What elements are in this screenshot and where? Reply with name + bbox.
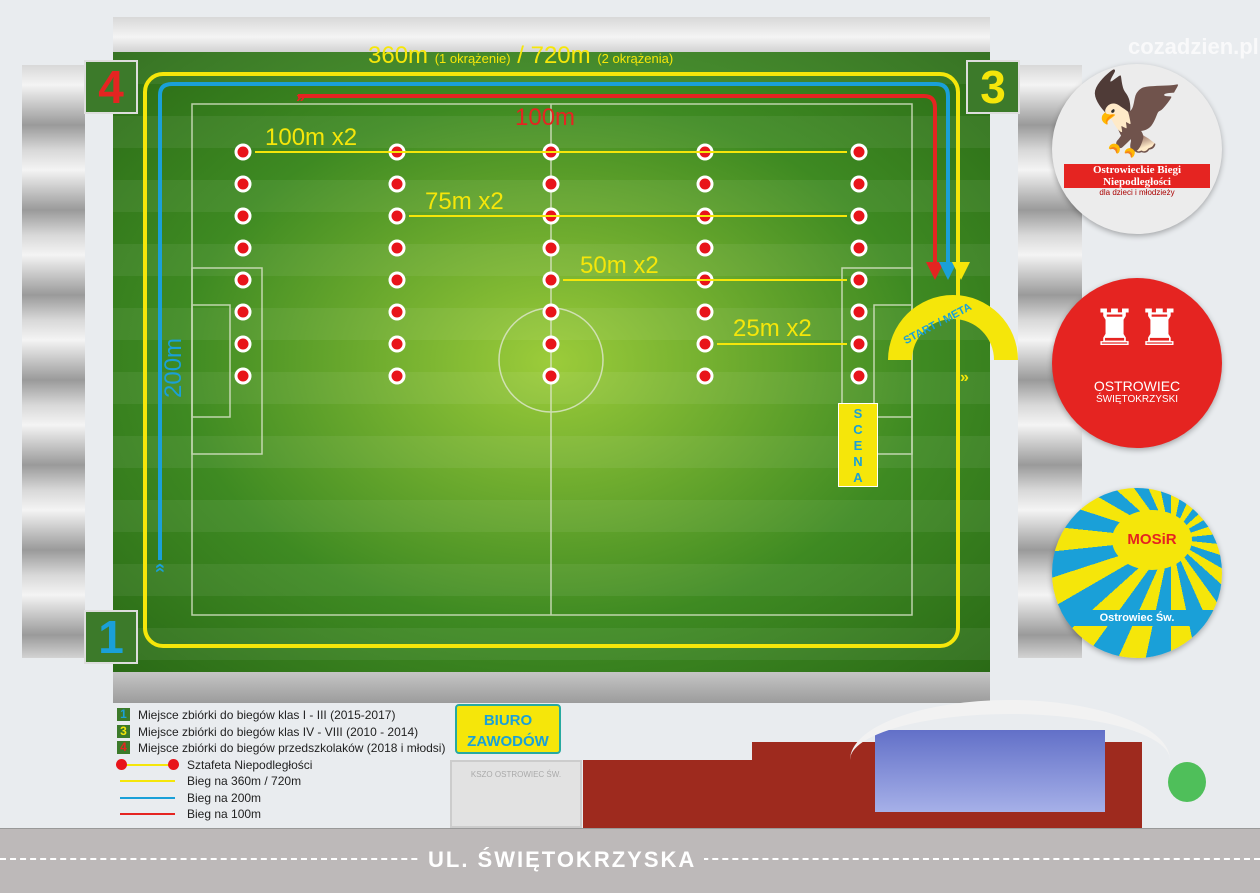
relay-station-dot [234, 271, 252, 289]
relay-station-dot [696, 303, 714, 321]
relay-station-dot [234, 175, 252, 193]
brick-building [583, 760, 753, 830]
relay-label: 75m x2 [425, 188, 504, 215]
relay-station-dot [388, 239, 406, 257]
legend-item-label: Sztafeta Niepodległości [187, 757, 313, 772]
relay-label: 25m x2 [733, 315, 812, 342]
relay-station-dot [234, 367, 252, 385]
stand-top [113, 17, 990, 53]
svg-text:»: » [960, 369, 969, 386]
relay-station-dot [542, 175, 560, 193]
zone-3-marker: 3 [966, 60, 1020, 114]
relay-station-dot [850, 207, 868, 225]
legend-item-label: Bieg na 360m / 720m [187, 774, 302, 788]
legend-zone-marker: 3 [117, 724, 130, 738]
relay-station-dot [542, 239, 560, 257]
legend-relay-icon [116, 758, 179, 770]
zone-1-marker: 1 [84, 610, 138, 664]
relay-label: 100m x2 [265, 124, 358, 151]
svg-text:»: » [296, 89, 305, 106]
relay-station-dot [388, 271, 406, 289]
relay-station-dot [696, 175, 714, 193]
legend-item-label: Bieg na 100m [187, 807, 262, 821]
relay-station-dot [234, 303, 252, 321]
relay-station-dot [850, 335, 868, 353]
track-200-line [158, 82, 950, 560]
svg-text:»: » [149, 563, 169, 573]
relay-station-dot [850, 303, 868, 321]
relay-station-dot [388, 367, 406, 385]
stand-left [22, 65, 85, 658]
relay-station-dot [388, 175, 406, 193]
relay-station-dot [234, 143, 252, 161]
legend-line-icon [120, 780, 175, 782]
relay-station-dot [850, 367, 868, 385]
label-100: 100m [515, 104, 576, 131]
zone-4-marker: 4 [84, 60, 138, 114]
start-meta-arch [888, 295, 1018, 360]
relay-station-dot [542, 271, 560, 289]
legend-item-label: Miejsce zbiórki do biegów klas IV - VIII… [138, 724, 419, 739]
kszo-building: KSZO OSTROWIEC ŚW. [450, 760, 582, 828]
street: UL. ŚWIĘTOKRZYSKA [0, 828, 1260, 893]
relay-station-dot [542, 367, 560, 385]
watermark: cozadzien.pl [1128, 34, 1259, 59]
relay-station-dot [542, 335, 560, 353]
legend-item-label: Miejsce zbiórki do biegów przedszkolaków… [138, 741, 446, 755]
tree [1168, 762, 1206, 802]
relay-station-dot [696, 367, 714, 385]
label-200: 200m [160, 337, 187, 398]
relay-station-dot [850, 271, 868, 289]
legend-line-icon [120, 813, 175, 815]
legend-zone-marker: 4 [117, 741, 130, 754]
label-360: 360m (1 okrążenie) / 720m (2 okrążenia) [368, 42, 674, 69]
relay-station-dot [388, 303, 406, 321]
legend-item-label: Bieg na 200m [187, 790, 262, 805]
relay-station-dot [696, 239, 714, 257]
relay-station-dot [234, 239, 252, 257]
relay-station-dot [234, 335, 252, 353]
relay-label: 50m x2 [580, 252, 659, 279]
stand-bottom [113, 670, 990, 703]
stage: SCENA [838, 403, 878, 487]
legend-line-icon [120, 796, 175, 799]
relay-station-dot [388, 335, 406, 353]
relay-station-dot [542, 303, 560, 321]
legend-zone-marker: 1 [117, 708, 130, 721]
mosir-logo: MOSiR Ostrowiec Św. [1052, 488, 1222, 658]
track-360-line [143, 72, 960, 648]
legend-item-label: Miejsce zbiórki do biegów klas I - III (… [138, 708, 396, 722]
relay-station-dot [850, 239, 868, 257]
roof-arc [850, 700, 1170, 820]
relay-station-dot [388, 207, 406, 225]
relay-station-dot [850, 175, 868, 193]
track-100-line [298, 94, 937, 268]
relay-station-dot [696, 335, 714, 353]
event-logo: 🦅 Ostrowieckie Biegi Niepodległości dla … [1052, 64, 1222, 234]
relay-station-dot [234, 207, 252, 225]
relay-station-dot [850, 143, 868, 161]
